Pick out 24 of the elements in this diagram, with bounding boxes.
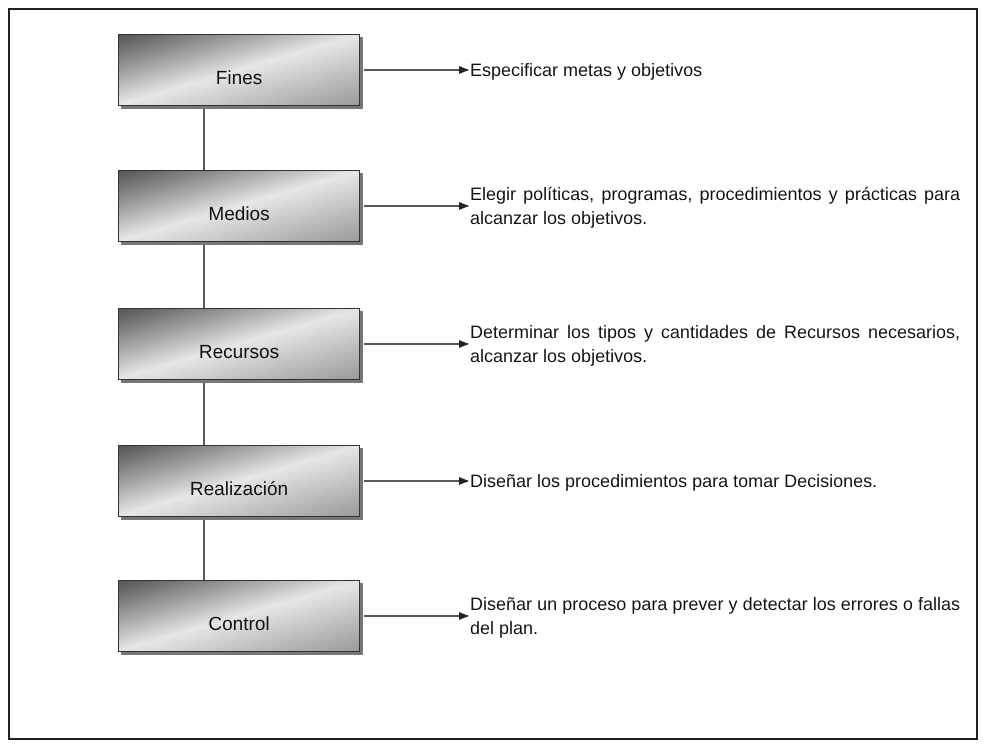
process-box [118,580,360,652]
description-text: Elegir políticas, programas, procedimientos y prácticas para alcanzar los objetivos. [470,183,960,230]
arrow [364,612,469,620]
box-label: Fines [216,66,262,91]
description-text: Determinar los tipos y cantidades de Recursos necesarios, alcanzar los objetivos. [470,321,960,368]
arrow [364,477,469,485]
description-text: Especificar metas y objetivos [470,59,704,82]
process-box [118,170,360,242]
process-box [118,34,360,106]
description-text: Diseñar los procedimientos para tomar Decisiones. [470,470,878,493]
arrow [364,340,469,348]
box-label: Realización [190,478,288,502]
connector-line [203,380,205,445]
box-label: Medios [208,202,270,227]
arrow [364,66,469,74]
process-box [118,308,360,380]
connector-line [203,517,205,580]
process-box [118,445,360,517]
connector-line [203,106,205,170]
description-text: Diseñar un proceso para prever y detectar los errores o fallas del plan. [470,593,960,640]
box-label: Control [208,612,270,637]
box-label: Recursos [198,340,280,365]
connector-line [203,242,205,308]
arrow [364,202,469,210]
